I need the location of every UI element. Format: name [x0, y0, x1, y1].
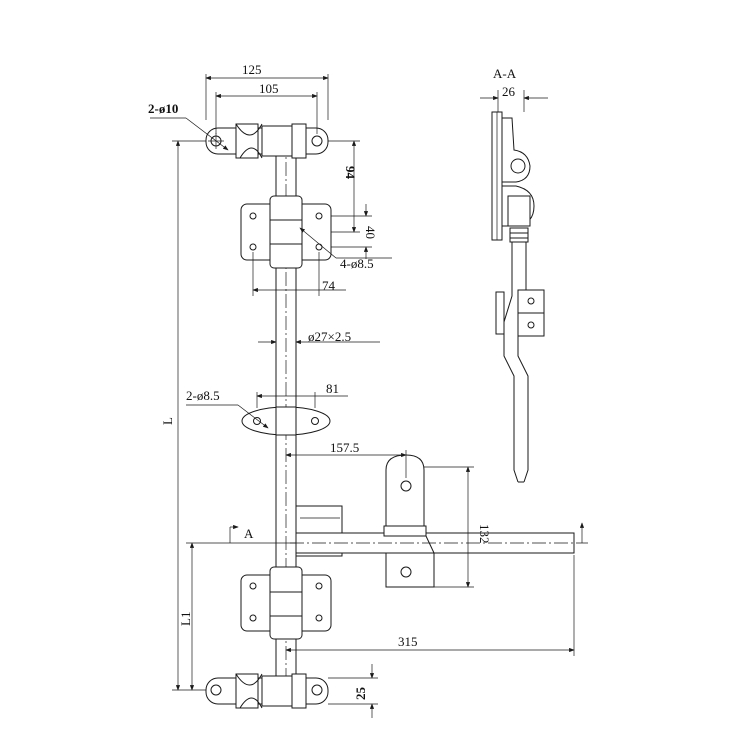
top-hinge-bracket — [205, 123, 329, 159]
dim-40: 40 — [363, 226, 378, 239]
section-title: A-A — [493, 66, 517, 81]
label-tube: ø27×2.5 — [308, 329, 351, 344]
section-bent-rod — [503, 242, 519, 483]
dim-315: 315 — [398, 634, 418, 649]
label-holes-mid: 2-ø8.5 — [186, 388, 220, 403]
dim-132: 132 — [477, 524, 492, 544]
label-total-length: L — [160, 417, 175, 425]
label-holes-top: 2-ø10 — [148, 101, 178, 116]
middle-guide-bracket — [241, 406, 331, 436]
dim-74: 74 — [322, 278, 336, 293]
dim-26: 26 — [502, 84, 516, 99]
handle-catch — [383, 454, 435, 588]
label-partial-length: L1 — [178, 612, 193, 626]
section-marker-a: A — [244, 526, 254, 541]
top-mounting-plate — [240, 195, 332, 269]
label-holes-plate: 4-ø8.5 — [340, 256, 374, 271]
dim-25: 25 — [353, 687, 368, 701]
section-view-a-a: A-A 26 — [480, 66, 548, 483]
dim-81: 81 — [326, 381, 339, 396]
dim-94: 94 — [343, 166, 358, 180]
bottom-mounting-plate — [240, 566, 332, 640]
dim-105: 105 — [259, 81, 279, 96]
horizontal-handle — [290, 532, 588, 554]
dim-157-5: 157.5 — [330, 440, 359, 455]
main-view: 125 105 2-ø10 L L1 A 94 40 — [148, 62, 588, 718]
dim-125: 125 — [242, 62, 262, 77]
bottom-hinge-bracket — [205, 673, 329, 709]
